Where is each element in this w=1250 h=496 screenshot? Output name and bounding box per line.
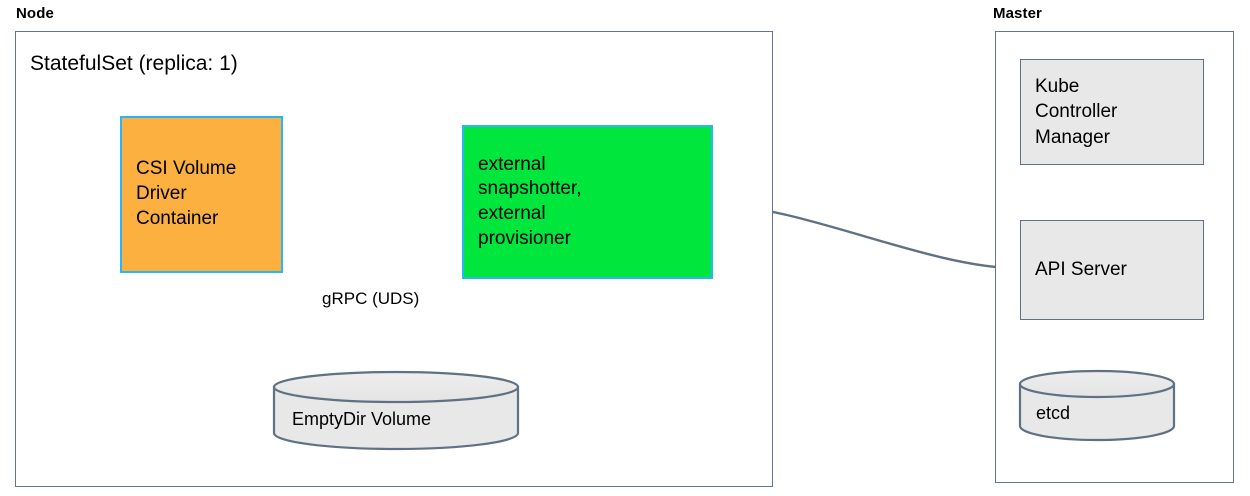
cylinder-icon	[272, 370, 520, 451]
sidecar-line-2: snapshotter,	[478, 178, 582, 200]
kcm-line-2: Controller	[1035, 101, 1118, 123]
sidecar-line-4: provisioner	[478, 227, 571, 249]
csi-line-3: Container	[136, 207, 219, 229]
kube-controller-manager-label: Kube Controller Manager	[1035, 74, 1117, 149]
emptydir-volume-cylinder[interactable]: EmptyDir Volume	[272, 370, 520, 453]
kcm-line-1: Kube	[1035, 76, 1080, 98]
external-sidecars-label: external snapshotter, external provision…	[478, 153, 582, 252]
csi-volume-driver-container-label: CSI Volume Driver Container	[136, 157, 236, 231]
cylinder-icon	[1018, 369, 1176, 442]
sidecar-line-1: external	[478, 153, 546, 175]
grpc-uds-edge-label: gRPC (UDS)	[322, 289, 420, 308]
csi-line-1: CSI Volume	[136, 158, 237, 180]
csi-line-2: Driver	[136, 183, 187, 205]
external-sidecars-box[interactable]: external snapshotter, external provision…	[462, 125, 713, 279]
api-server-label: API Server	[1035, 259, 1127, 281]
etcd-cylinder[interactable]: etcd	[1018, 369, 1176, 445]
node-group-label: Node	[16, 5, 54, 22]
statefulset-title: StatefulSet (replica: 1)	[30, 52, 238, 75]
api-server-box[interactable]: API Server	[1020, 220, 1204, 320]
kcm-line-3: Manager	[1035, 126, 1110, 148]
csi-volume-driver-container-box[interactable]: CSI Volume Driver Container	[120, 116, 283, 273]
master-group-label: Master	[993, 5, 1042, 22]
kube-controller-manager-box[interactable]: Kube Controller Manager	[1020, 59, 1204, 165]
sidecar-line-3: external	[478, 203, 546, 224]
